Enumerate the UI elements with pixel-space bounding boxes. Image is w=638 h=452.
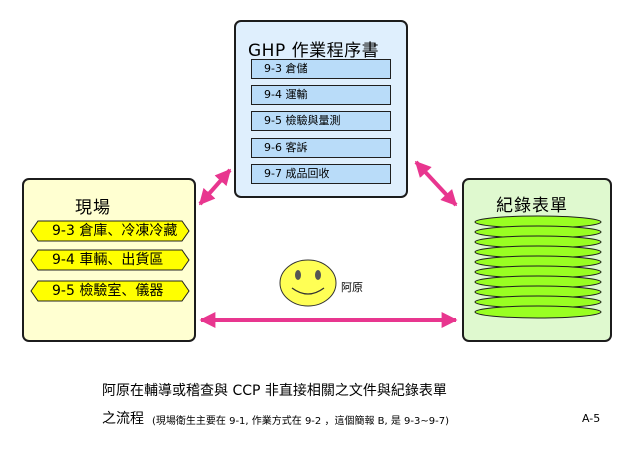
arrow-ghp-records <box>414 160 458 207</box>
mascot-label: 阿原 <box>341 281 363 294</box>
site-item-label: 9-4 車輛、出貨區 <box>52 252 164 268</box>
page-number: A-5 <box>582 412 601 425</box>
site-title: 現場 <box>75 198 111 218</box>
ghp-item-complaint: 9-6 客訴 <box>251 138 391 158</box>
smiley-face-icon <box>279 259 337 307</box>
ghp-item-transport: 9-4 運輸 <box>251 85 391 105</box>
caption-line2: 之流程 <box>102 411 144 427</box>
site-item-warehouse: 9-3 倉庫、冷凍冷藏 <box>30 220 218 242</box>
records-title: 紀錄表單 <box>496 196 568 216</box>
caption-note: (現場衛生主要在 9-1, 作業方式在 9-2 ，這個簡報 B, 是 9-3~9… <box>152 416 449 427</box>
ghp-item-storage: 9-3 倉儲 <box>251 59 391 79</box>
hexagon-tag-icon <box>30 249 190 271</box>
ghp-item-recall: 9-7 成品回收 <box>251 164 391 184</box>
site-item-label: 9-3 倉庫、冷凍冷藏 <box>52 223 178 239</box>
site-item-vehicles: 9-4 車輛、出貨區 <box>30 249 218 271</box>
hexagon-tag-icon <box>30 280 190 302</box>
arrow-ghp-site <box>198 168 232 206</box>
hexagon-tag-icon <box>30 220 190 242</box>
caption-line1: 阿原在輔導或稽查與 CCP 非直接相關之文件與紀錄表單 <box>102 383 447 399</box>
site-item-label: 9-5 檢驗室、儀器 <box>52 283 164 299</box>
record-stack-icon <box>474 215 602 319</box>
site-item-lab: 9-5 檢驗室、儀器 <box>30 280 218 302</box>
ghp-item-inspection: 9-5 檢驗與量測 <box>251 111 391 131</box>
ghp-title: GHP 作業程序書 <box>248 41 380 61</box>
